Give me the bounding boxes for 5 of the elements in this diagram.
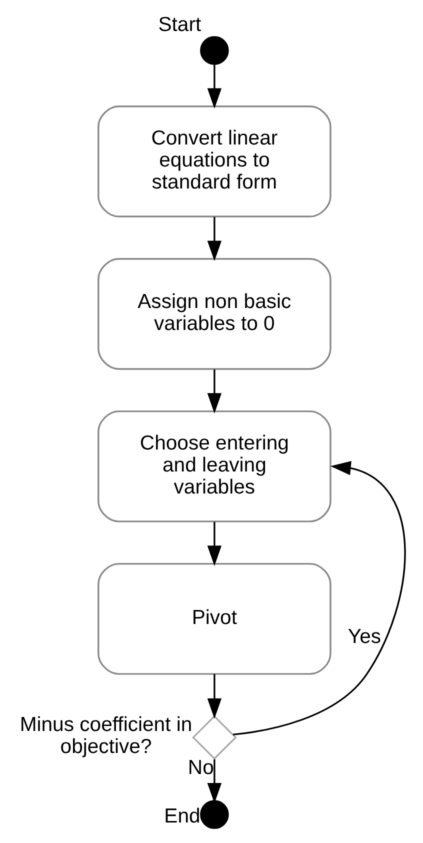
node-label: End — [164, 805, 200, 828]
edge-label: Yes — [347, 626, 381, 648]
edge-label: No — [187, 756, 214, 779]
node-label: Start — [158, 14, 201, 36]
node-label: Minus coefficient in objective? — [19, 714, 192, 758]
